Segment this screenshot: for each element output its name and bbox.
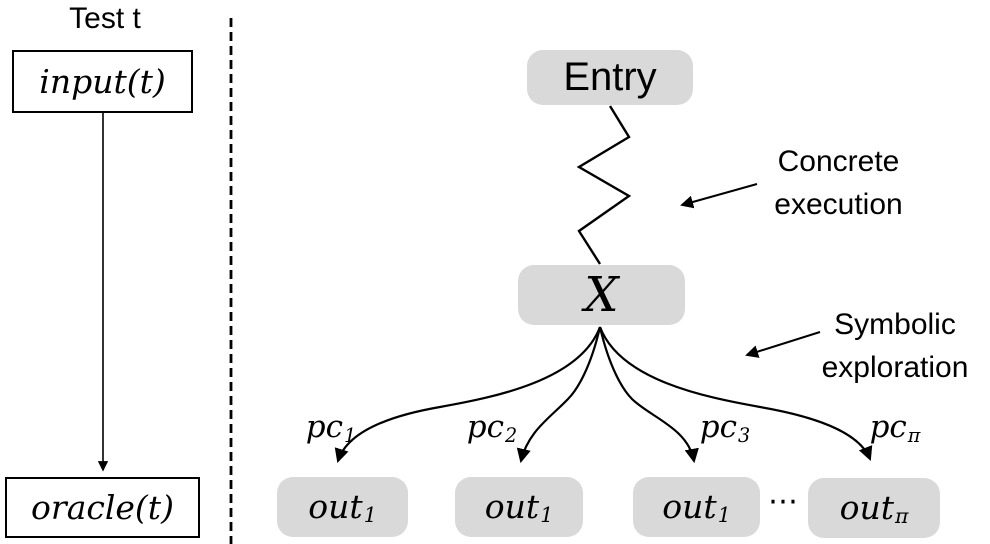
- symbolic-annotation-line1: Symbolic: [834, 308, 956, 341]
- out-subscript: 1: [717, 503, 731, 528]
- pc-subscript: π: [907, 423, 921, 447]
- input-box-label: input(t): [39, 62, 166, 101]
- branch-arrow-4: [598, 326, 873, 461]
- out-node-2: out1: [455, 477, 583, 537]
- out-base: out: [484, 486, 540, 526]
- out-node-3: out1: [633, 477, 760, 537]
- out-subscript: π: [894, 504, 909, 529]
- entry-node-label: Entry: [563, 55, 657, 99]
- out-node-4: outπ: [808, 478, 940, 538]
- state-node-label: X: [584, 267, 619, 323]
- concrete-execution-zigzag: [576, 105, 632, 265]
- out-base: out: [839, 487, 894, 527]
- branch-arrow-3: [598, 326, 699, 464]
- pc-subscript: 1: [344, 423, 357, 447]
- state-node-x: X: [518, 265, 685, 325]
- pc-base: pc: [699, 409, 737, 445]
- branch-arrow-2: [516, 326, 602, 464]
- pc-base: pc: [466, 409, 504, 445]
- out-node-1: out1: [277, 477, 408, 537]
- entry-node: Entry: [527, 50, 693, 105]
- pc-subscript: 3: [738, 423, 751, 447]
- oracle-box: oracle(t): [5, 477, 200, 538]
- concrete-execution-annotation: Concrete execution: [736, 140, 941, 226]
- pc-base: pc: [869, 409, 907, 445]
- concrete-annotation-line2: execution: [774, 188, 903, 221]
- oracle-box-label: oracle(t): [31, 488, 174, 527]
- test-panel-title: Test t: [69, 2, 141, 35]
- path-condition-label-2: pc2: [452, 409, 532, 447]
- pc-subscript: 2: [505, 423, 518, 447]
- out-base: out: [308, 486, 363, 526]
- path-condition-label-1: pc1: [291, 409, 371, 447]
- path-condition-label-4: pcπ: [855, 409, 935, 447]
- pc-base: pc: [305, 409, 343, 445]
- branch-arrow-1: [334, 326, 602, 464]
- symbolic-exploration-annotation: Symbolic exploration: [795, 303, 990, 389]
- out-base: out: [662, 486, 717, 526]
- out-subscript: 1: [363, 503, 377, 528]
- input-box: input(t): [12, 50, 193, 113]
- symbolic-annotation-line2: exploration: [821, 351, 969, 384]
- out-node-label: out1: [662, 487, 730, 528]
- out-node-label: out1: [308, 487, 376, 528]
- symbolic-annotation-arrow: [745, 331, 821, 358]
- out-node-label: out1: [485, 487, 553, 528]
- path-condition-label-3: pc3: [685, 409, 765, 447]
- ellipsis-dots: ⋯: [768, 484, 798, 519]
- concrete-annotation-arrow: [680, 183, 758, 209]
- out-subscript: 1: [540, 503, 554, 528]
- out-node-label: outπ: [840, 488, 909, 529]
- concrete-annotation-line1: Concrete: [777, 145, 900, 178]
